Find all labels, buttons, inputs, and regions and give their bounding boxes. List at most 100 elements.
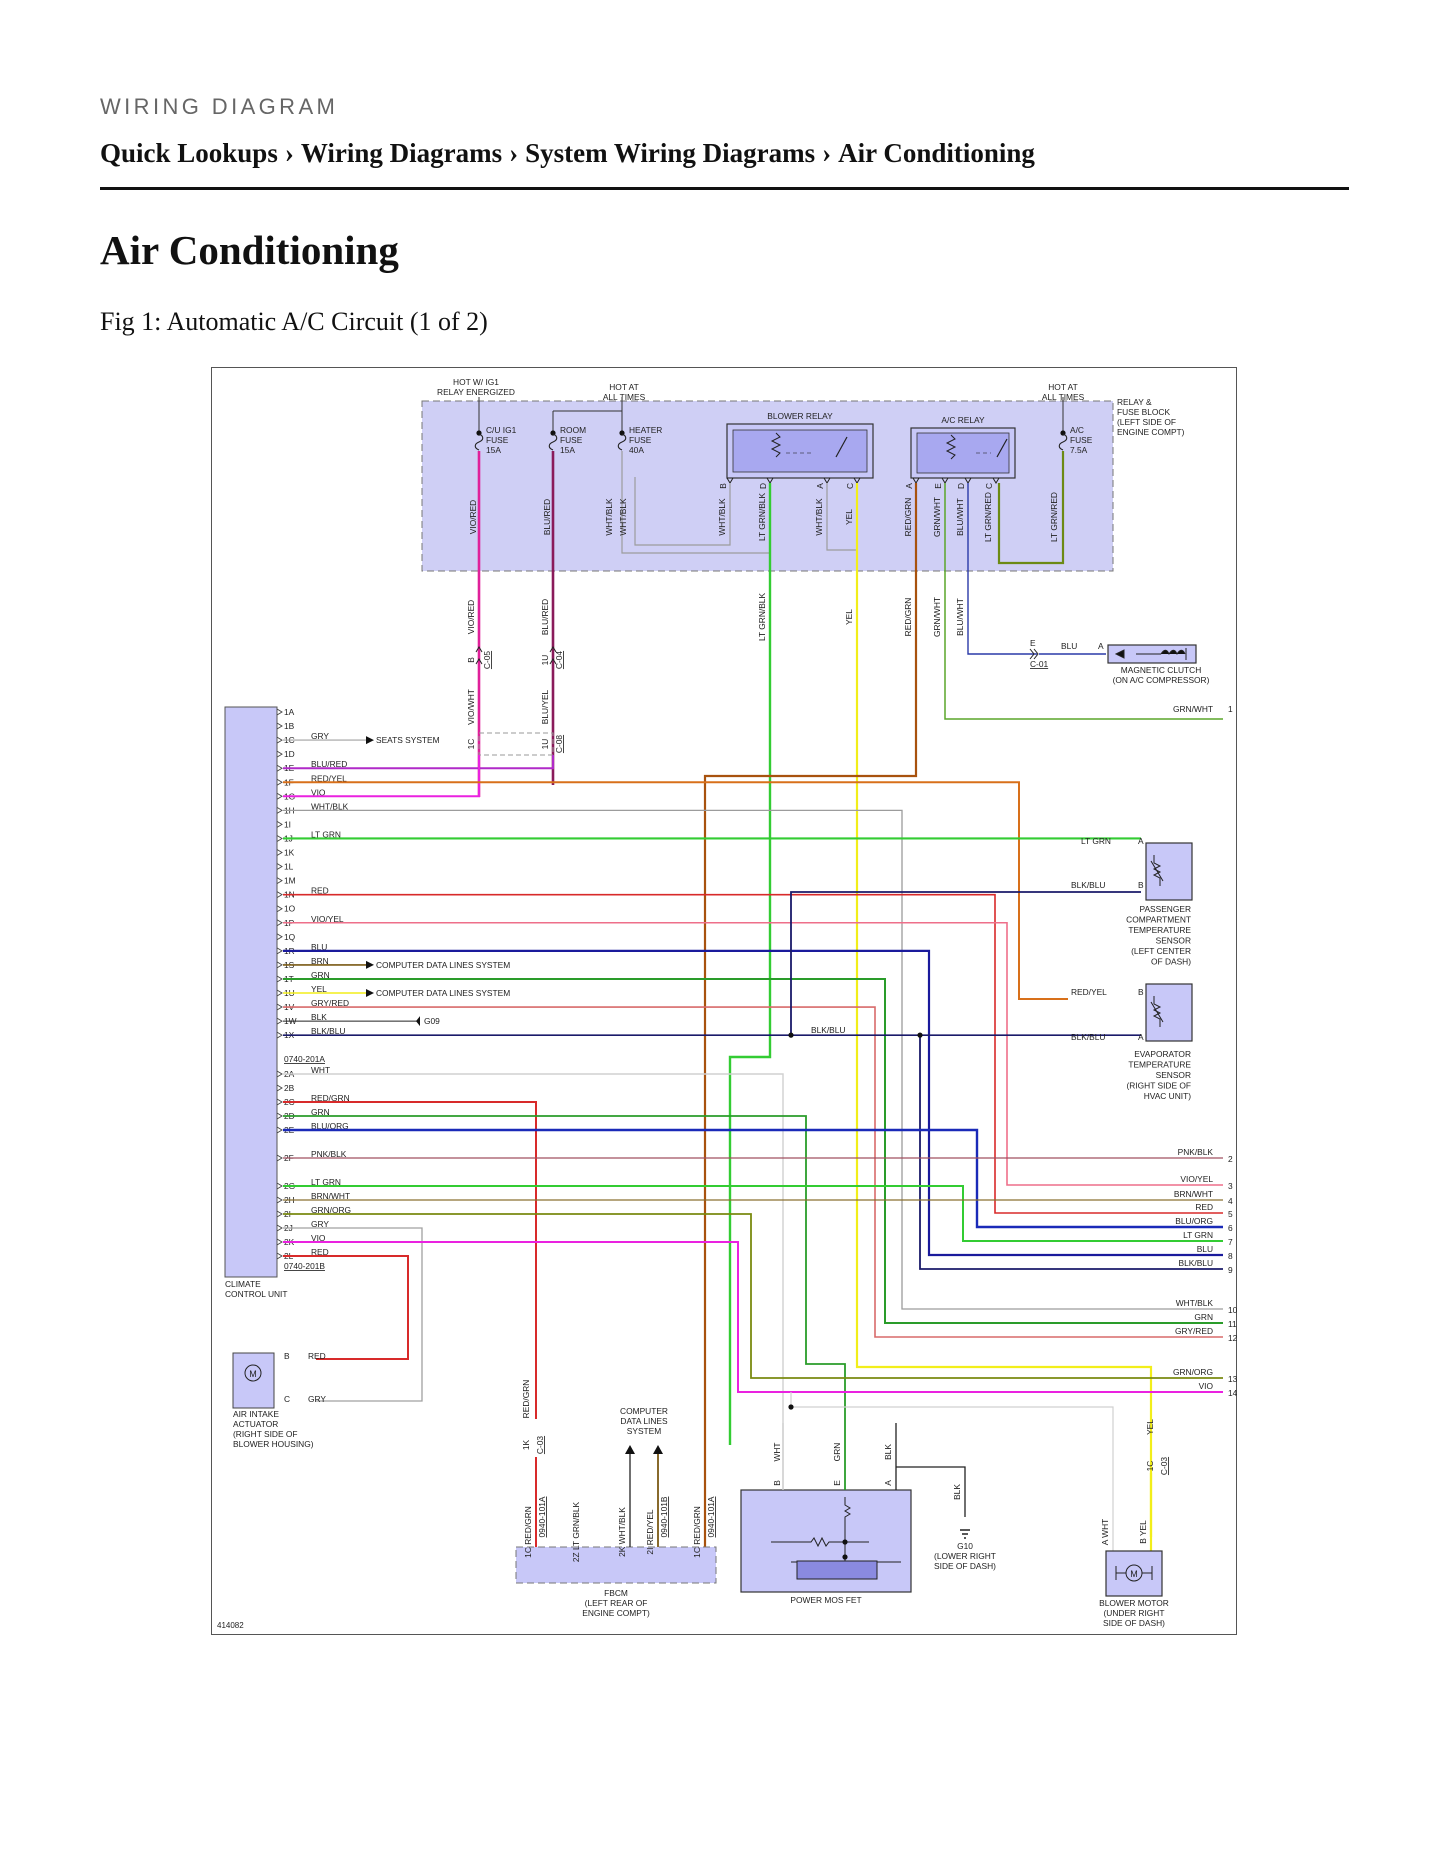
ccu-pin-label: 1D xyxy=(284,749,295,759)
motor-brushes xyxy=(1115,1566,1153,1580)
evaporator-label: HVAC UNIT) xyxy=(1144,1091,1192,1101)
wire-grn xyxy=(283,977,1223,1324)
fbcm-pin-label: 1C RED/GRN xyxy=(523,1506,533,1558)
cdl-system-label: COMPUTER DATA LINES SYSTEM xyxy=(376,960,510,970)
wire-wht-blk xyxy=(283,809,1223,1310)
relay-switch xyxy=(996,438,1008,458)
clutch-symbol xyxy=(1114,648,1187,660)
wire-label: PNK/BLK xyxy=(311,1149,347,1159)
breadcrumb-system-wiring-diagrams[interactable]: System Wiring Diagrams xyxy=(525,138,816,168)
air-intake-label: ACTUATOR xyxy=(233,1419,278,1429)
breadcrumb-wiring-diagrams[interactable]: Wiring Diagrams xyxy=(300,138,503,168)
wire-number: 12 xyxy=(1228,1333,1237,1343)
wire-number: 7 xyxy=(1228,1237,1233,1247)
pcts-label: COMPARTMENT xyxy=(1126,915,1191,925)
fbcm-label: ENGINE COMPT) xyxy=(582,1608,650,1618)
wire-label: BRN/WHT xyxy=(311,1191,350,1201)
wire-number: 10 xyxy=(1228,1305,1237,1315)
relay-coil xyxy=(945,434,957,460)
ccu-pin-label: 1M xyxy=(284,876,296,886)
connector-c01: C-01 xyxy=(1030,659,1048,669)
blower-pin-label: B YEL xyxy=(1138,1520,1148,1544)
ccu-pin xyxy=(276,989,283,997)
connector-pin: A xyxy=(1138,836,1144,846)
connector-pin: 1C xyxy=(466,739,476,750)
ac-relay-inner xyxy=(916,432,1010,474)
ccu-pin xyxy=(276,877,283,884)
ccu-pin xyxy=(276,1196,283,1204)
fuse-label: 7.5A xyxy=(1070,445,1088,455)
wire-label: LT GRN xyxy=(311,829,341,839)
ccu-pin xyxy=(276,1112,283,1120)
wire-label: YEL xyxy=(844,509,854,525)
fuse-label: 15A xyxy=(560,445,575,455)
motor-symbol xyxy=(244,1364,262,1382)
hot-at-all-times-label: ALL TIMES xyxy=(603,392,646,402)
ccu-pin xyxy=(276,778,283,786)
fuse-label: 15A xyxy=(486,445,501,455)
air-intake-label: AIR INTAKE xyxy=(233,1409,279,1419)
relay-block-label: (LEFT SIDE OF xyxy=(1117,417,1176,427)
breadcrumb-quick-lookups[interactable]: Quick Lookups xyxy=(100,138,278,168)
connector-c03: C-03 xyxy=(1159,1457,1169,1475)
ccu-pin xyxy=(276,1182,283,1190)
wire-label: RED xyxy=(1195,1202,1213,1212)
data-line-arrows xyxy=(625,1445,663,1454)
figure-id: 414082 xyxy=(217,1621,244,1630)
wire-label: RED/GRN xyxy=(903,598,913,637)
fbcm-cdl-label: DATA LINES xyxy=(620,1416,668,1426)
wire-grn-wht xyxy=(944,483,1223,720)
wire-label: GRN xyxy=(311,1107,330,1117)
pcts-label: PASSENGER xyxy=(1139,904,1191,914)
splice-dot xyxy=(788,1032,794,1038)
splice-dot xyxy=(788,1404,794,1410)
connector-pin: B xyxy=(466,657,476,663)
wire-label: GRN/ORG xyxy=(311,1205,351,1215)
wire-label: LT GRN/BLK xyxy=(757,593,767,642)
wire-gry-red xyxy=(283,1006,1223,1338)
ground-g09-label: G09 xyxy=(424,1016,440,1026)
ccu-pin xyxy=(276,1154,283,1162)
blower-relay-inner xyxy=(732,429,868,473)
wire-label: BRN/WHT xyxy=(1174,1189,1213,1199)
connector-label: 0940-101A xyxy=(537,1496,547,1537)
connector-pin: 1U xyxy=(540,739,550,750)
wire-label: BLU/ORG xyxy=(1175,1216,1213,1226)
hot-at-all-times-label: HOT AT xyxy=(1048,382,1077,392)
magnetic-clutch-label: (ON A/C COMPRESSOR) xyxy=(1113,675,1210,685)
wire-number: 13 xyxy=(1228,1374,1237,1384)
wire-label: VIO/YEL xyxy=(1180,1174,1213,1184)
ccu-pin-label: 1I xyxy=(284,819,291,829)
ccu-pin-label: 1L xyxy=(284,862,294,872)
wire-label: WHT/BLK xyxy=(1176,1298,1214,1308)
fbcm-pin-label: 2K WHT/BLK xyxy=(617,1507,627,1557)
figure-caption: Fig 1: Automatic A/C Circuit (1 of 2) xyxy=(100,307,488,336)
breadcrumb-air-conditioning[interactable]: Air Conditioning xyxy=(838,138,1035,168)
wire-label: BLK/BLU xyxy=(1071,1032,1105,1042)
wire-label: BLU/YEL xyxy=(540,689,550,724)
ccu-pin xyxy=(276,750,283,758)
blower-motor-label: (UNDER RIGHT xyxy=(1104,1608,1165,1618)
wire-number: 8 xyxy=(1228,1251,1233,1261)
g10-label: G10 xyxy=(957,1541,973,1551)
connector-c03: C-03 xyxy=(535,1436,545,1454)
mos-fet-label: POWER MOS FET xyxy=(790,1595,861,1605)
connector-label: 0940-101A xyxy=(706,1496,716,1537)
cdl-system-label: COMPUTER DATA LINES SYSTEM xyxy=(376,988,510,998)
wire-label: RED xyxy=(311,886,329,896)
wire-blk xyxy=(895,1423,966,1517)
breadcrumb-separator: › xyxy=(284,138,294,168)
ccu-pin-label: 2B xyxy=(284,1083,295,1093)
air-intake-label: (RIGHT SIDE OF xyxy=(233,1429,298,1439)
relay-pin-label: E xyxy=(933,483,943,489)
connector-c08: C-08 xyxy=(554,735,564,753)
wire-label: RED/GRN xyxy=(903,498,913,537)
wire-label: LT GRN/BLK xyxy=(757,493,767,542)
relay-pin xyxy=(992,477,1000,484)
fuse-symbol xyxy=(1058,433,1068,451)
ccu-pin xyxy=(276,863,283,870)
ccu-pin xyxy=(276,1098,283,1106)
ccu-pin xyxy=(276,821,283,828)
connector-pin: B xyxy=(1138,987,1144,997)
